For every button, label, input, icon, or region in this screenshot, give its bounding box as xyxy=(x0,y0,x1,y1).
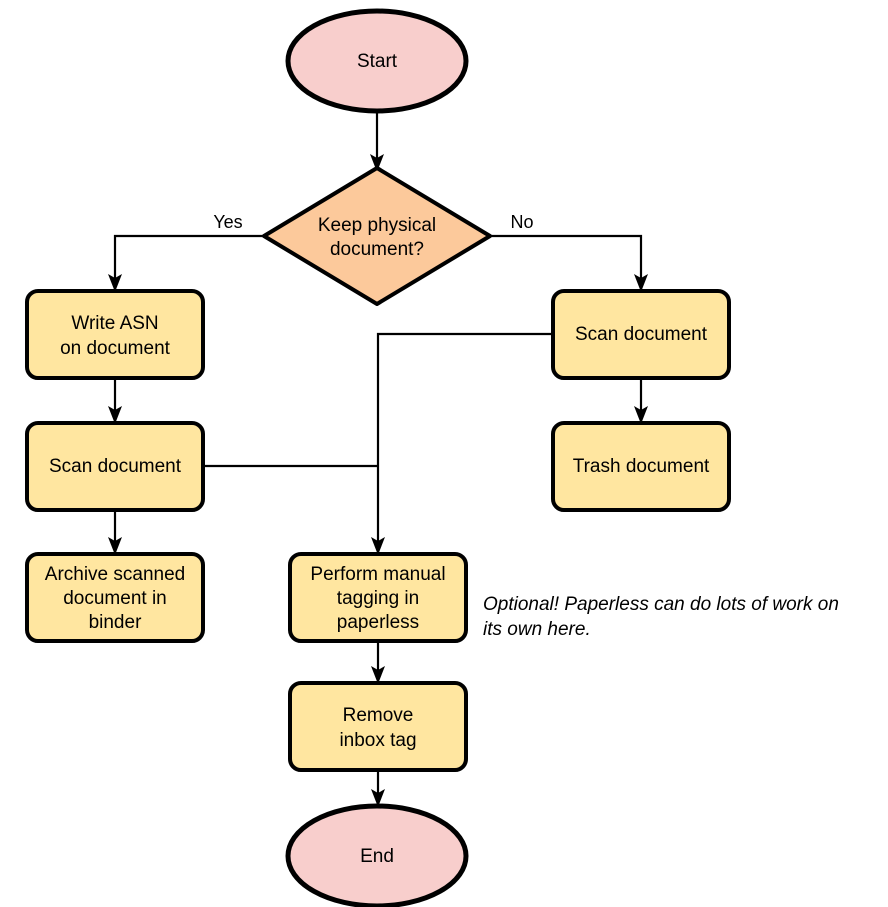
scan-document-right-label: Scan document xyxy=(575,324,708,345)
decision-label-line1: Keep physical xyxy=(318,215,436,236)
archive-binder-label-line1: Archive scanned xyxy=(45,564,185,585)
start-label: Start xyxy=(357,51,398,72)
scan-document-left-label: Scan document xyxy=(49,456,182,477)
edge-scanleft-to-archive xyxy=(108,510,122,555)
edge-label-yes: Yes xyxy=(213,212,242,232)
remove-inbox-tag-label-line1: Remove xyxy=(343,705,414,726)
archive-binder-box[interactable] xyxy=(25,552,205,643)
manual-tagging-label-line2: tagging in xyxy=(337,588,419,609)
node-remove-inbox-tag[interactable]: Remove inbox tag xyxy=(288,681,468,772)
annotation-note: Optional! Paperless can do lots of work … xyxy=(483,594,839,640)
manual-tagging-box[interactable] xyxy=(288,552,468,643)
write-asn-label-line2: on document xyxy=(60,338,171,359)
edge-scanright-to-tagging xyxy=(371,332,553,555)
remove-inbox-tag-box[interactable] xyxy=(288,681,468,772)
node-scan-document-right[interactable]: Scan document xyxy=(551,289,731,380)
trash-document-box[interactable] xyxy=(551,421,731,512)
end-ellipse[interactable] xyxy=(285,803,469,907)
trash-document-label: Trash document xyxy=(573,456,710,477)
archive-binder-label-line3: binder xyxy=(89,612,142,633)
edge-scanright-to-trash xyxy=(634,378,648,424)
start-ellipse[interactable] xyxy=(285,8,469,114)
remove-inbox-tag-label-line2: inbox tag xyxy=(339,730,416,751)
manual-tagging-label-line1: Perform manual xyxy=(310,564,445,585)
edge-decision-no xyxy=(490,234,648,292)
edge-layer xyxy=(108,111,648,807)
node-archive-binder[interactable]: Archive scanned document in binder xyxy=(25,552,205,643)
edge-remove-to-end xyxy=(371,770,385,807)
scan-document-right-box[interactable] xyxy=(551,289,731,380)
node-trash-document[interactable]: Trash document xyxy=(551,421,731,512)
node-write-asn[interactable]: Write ASN on document xyxy=(25,289,205,380)
decision-label-line2: document? xyxy=(330,239,424,260)
edge-start-to-decision xyxy=(370,111,384,172)
decision-diamond[interactable] xyxy=(262,166,492,306)
annotation-line2: its own here. xyxy=(483,619,591,640)
archive-binder-label-line2: document in xyxy=(63,588,167,609)
end-label: End xyxy=(360,846,394,867)
annotation-line1: Optional! Paperless can do lots of work … xyxy=(483,594,839,615)
edge-label-no: No xyxy=(510,212,533,232)
node-end[interactable]: End xyxy=(285,803,469,907)
node-manual-tagging[interactable]: Perform manual tagging in paperless xyxy=(288,552,468,643)
edge-label-layer: Yes No xyxy=(213,212,533,232)
node-layer: Start Keep physical document? Write ASN … xyxy=(25,8,731,907)
write-asn-box[interactable] xyxy=(25,289,205,380)
manual-tagging-label-line3: paperless xyxy=(337,612,419,633)
scan-document-left-box[interactable] xyxy=(25,421,205,512)
edge-decision-yes xyxy=(108,234,264,292)
node-scan-document-left[interactable]: Scan document xyxy=(25,421,205,512)
node-keep-physical-document[interactable]: Keep physical document? xyxy=(262,166,492,306)
edge-asn-to-scan xyxy=(108,378,122,424)
edge-tagging-to-remove xyxy=(371,641,385,684)
node-start[interactable]: Start xyxy=(285,8,469,114)
write-asn-label-line1: Write ASN xyxy=(71,313,158,334)
